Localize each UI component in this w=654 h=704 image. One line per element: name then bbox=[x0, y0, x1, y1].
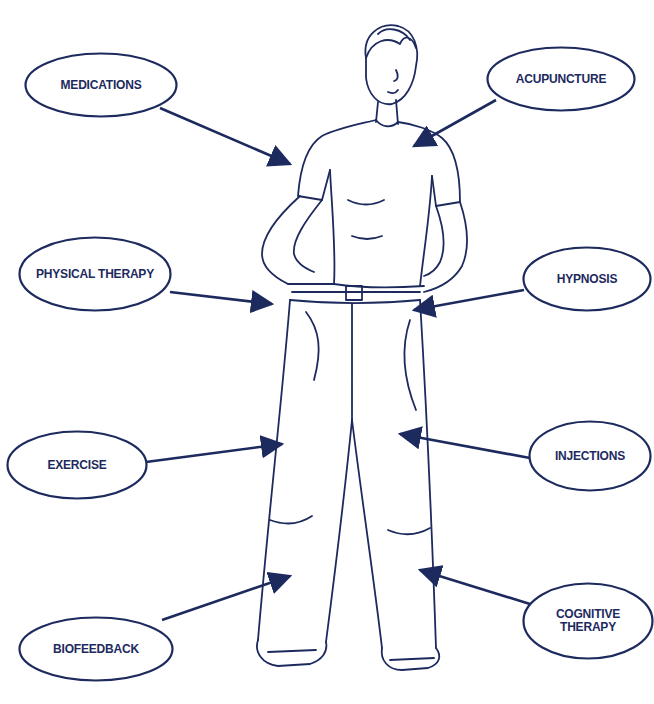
node-label: EXERCISE bbox=[33, 459, 120, 472]
leader-arrow bbox=[160, 108, 290, 164]
shoe-soles bbox=[268, 650, 434, 660]
belt-buckle bbox=[346, 286, 362, 300]
knee-folds bbox=[270, 516, 430, 534]
ellipse-border bbox=[20, 238, 171, 311]
left-shoe bbox=[257, 640, 326, 666]
ellipse-border bbox=[524, 248, 651, 311]
right-leg-inner bbox=[352, 420, 382, 648]
ellipse-node: BIOFEEDBACK bbox=[18, 616, 174, 682]
leader-arrow bbox=[414, 290, 524, 310]
ellipse-border bbox=[8, 432, 147, 499]
ellipse-node: EXERCISE bbox=[6, 430, 148, 500]
pants-folds bbox=[306, 304, 416, 420]
ellipse-node: HYPNOSIS bbox=[522, 246, 652, 312]
leader-arrow bbox=[162, 576, 290, 620]
node-label: HYPNOSIS bbox=[543, 273, 631, 286]
ellipse-border bbox=[26, 54, 177, 117]
node-label: MEDICATIONS bbox=[47, 79, 156, 92]
node-label: PHYSICAL THERAPY bbox=[22, 268, 168, 281]
node-label: ACUPUNCTURE bbox=[502, 73, 620, 86]
man-figure bbox=[257, 25, 467, 670]
belt bbox=[288, 284, 424, 303]
node-label: INJECTIONS bbox=[541, 450, 639, 463]
shirt-folds bbox=[348, 200, 384, 239]
ellipse-border bbox=[530, 422, 651, 491]
leader-arrow bbox=[170, 292, 272, 304]
man-hair bbox=[366, 29, 416, 58]
node-label: COGNITIVE THERAPY bbox=[522, 608, 654, 634]
right-leg-outer bbox=[420, 300, 436, 648]
left-leg-outer bbox=[258, 300, 290, 640]
ellipse-node: PHYSICAL THERAPY bbox=[18, 236, 172, 312]
shirt-sides bbox=[330, 170, 432, 286]
leader-arrow bbox=[146, 444, 282, 462]
leader-arrow bbox=[414, 100, 496, 146]
shirt-collar bbox=[376, 120, 398, 126]
leader-arrow bbox=[420, 570, 530, 604]
ellipse-border bbox=[20, 618, 173, 681]
ellipse-border bbox=[488, 48, 635, 111]
shirt-right bbox=[398, 122, 460, 206]
man-neck bbox=[376, 100, 398, 124]
leader-arrows bbox=[146, 100, 530, 620]
left-leg-inner bbox=[326, 420, 352, 642]
shirt-left bbox=[298, 120, 376, 200]
man-head bbox=[365, 25, 417, 104]
man-face bbox=[388, 70, 398, 93]
left-arm bbox=[262, 196, 322, 284]
ellipse-node: MEDICATIONS bbox=[24, 52, 178, 118]
node-label: BIOFEEDBACK bbox=[39, 643, 153, 656]
leader-arrow bbox=[400, 434, 530, 458]
ellipse-node: INJECTIONS bbox=[528, 420, 652, 492]
ellipse-node: ACUPUNCTURE bbox=[486, 46, 636, 112]
right-arm bbox=[424, 202, 467, 292]
ellipse-node: COGNITIVE THERAPY bbox=[522, 582, 654, 660]
